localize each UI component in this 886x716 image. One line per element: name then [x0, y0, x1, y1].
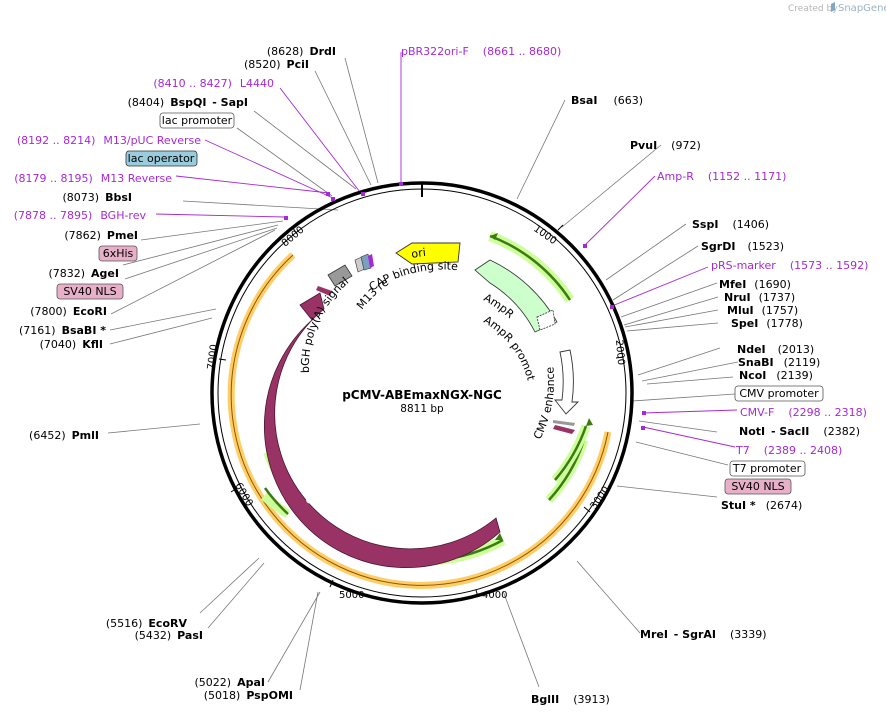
plasmid-size: 8811 bp	[400, 403, 444, 415]
label-mlui: MluI(1757)	[727, 304, 798, 317]
lac-promoter-box	[159, 112, 235, 129]
t7-promoter-text: T7 promoter	[732, 462, 802, 475]
label-mfei: MfeI(1690)	[719, 278, 791, 291]
credit: Created by SnapGene	[788, 2, 886, 14]
label-apai: (5022)ApaI	[195, 676, 265, 689]
scale-ticks	[218, 224, 624, 598]
credit-brand: SnapGene	[838, 3, 886, 14]
label-pvui: PvuI(972)	[630, 139, 701, 152]
label-bspqi-sapi: (8404)BspQI - SapI	[128, 96, 248, 109]
sv40-nls-box-left	[56, 283, 124, 300]
credit-text: Created by	[788, 4, 838, 14]
label-pcii: (8520)PciI	[244, 58, 309, 71]
lac-operator-box	[125, 150, 198, 167]
primer-leaders	[155, 52, 738, 448]
left-labels: (8628)DrdI (8520)PciI (8410 .. 8427)L444…	[14, 45, 336, 702]
label-sspi: SspI(1406)	[692, 218, 769, 231]
sv40-nls-text-right: SV40 NLS	[731, 480, 784, 493]
leader-lines	[107, 57, 739, 691]
label-t7: T7(2389 .. 2408)	[735, 444, 842, 457]
label-amp-r: Amp-R(1152 .. 1171)	[657, 170, 786, 183]
sv40-nls-text-left: SV40 NLS	[63, 285, 116, 298]
right-labels: pBR322ori-F(8661 .. 8680) BsaI(663) PvuI…	[401, 45, 868, 706]
label-pasi: (5432)PasI	[135, 629, 203, 642]
label-cmv-f: CMV-F(2298 .. 2318)	[740, 406, 867, 419]
lac-promoter-text: lac promoter	[162, 114, 233, 127]
primer-markers	[284, 182, 646, 430]
label-ecori: (7800)EcoRI	[30, 305, 107, 318]
tick-7000: 7000	[206, 344, 220, 371]
label-nrui: NruI(1737)	[724, 291, 795, 304]
label-spei: SpeI(1778)	[731, 317, 803, 330]
tick-2000: 2000	[613, 339, 626, 365]
lac-operator-text: lac operator	[128, 152, 195, 165]
label-pbr322ori-f: pBR322ori-F(8661 .. 8680)	[401, 45, 561, 58]
orange-features	[227, 252, 612, 589]
label-ndei: NdeI(2013)	[737, 343, 814, 356]
small-features	[316, 253, 575, 434]
cmv-enhancer-feature	[554, 349, 580, 415]
cmv-promoter-text: CMV promoter	[739, 387, 819, 400]
label-bsai: BsaI(663)	[571, 94, 643, 107]
label-m13-reverse: (8179 .. 8195)M13 Reverse	[14, 172, 172, 185]
label-pmei: (7862)PmeI	[64, 229, 138, 242]
label-ncoi: NcoI(2139)	[739, 369, 813, 382]
his-tag-box	[98, 245, 138, 262]
tick-4000: 4000	[482, 590, 507, 601]
tick-3000: 3000	[588, 485, 612, 512]
cmv-promoter-box	[734, 385, 824, 402]
label-bgh-rev: (7878 .. 7895)BGH-rev	[14, 209, 147, 222]
label-m13-puc-reverse: (8192 .. 8214)M13/pUC Reverse	[17, 134, 201, 147]
label-noti-sacii: NotI - SacII(2382)	[739, 425, 860, 438]
label-sgrdi: SgrDI(1523)	[701, 240, 784, 253]
label-bsabi: (7161)BsaBI *	[19, 324, 106, 337]
ampr-feature	[474, 259, 558, 333]
label-prs-marker: pRS-marker(1573 .. 1592)	[711, 259, 868, 272]
plasmid-name: pCMV-ABEmaxNGX-NGC	[342, 388, 502, 402]
tick-5000: 5000	[339, 590, 364, 601]
label-snabi: SnaBI(2119)	[738, 356, 820, 369]
tick-1000: 1000	[531, 223, 558, 247]
sv40-nls-box-right	[724, 478, 792, 495]
label-ecorv: (5516)EcoRV	[106, 617, 188, 630]
ori-text: ori	[410, 246, 426, 261]
label-pspomi: (5018)PspOMI	[204, 689, 293, 702]
label-pmli: (6452)PmlI	[29, 429, 99, 442]
ori-feature	[395, 242, 461, 265]
label-drdi: (8628)DrdI	[267, 45, 336, 58]
t7-promoter-box	[729, 460, 806, 477]
snapgene-logo-icon	[831, 2, 835, 12]
label-l4440: (8410 .. 8427)L4440	[153, 77, 274, 90]
label-bglii: BglII(3913)	[531, 693, 610, 706]
cas9-feature	[263, 292, 501, 569]
label-mrei-sgrai: MreI - SgrAI(3339)	[640, 628, 767, 641]
label-agei: (7832)AgeI	[48, 267, 119, 280]
label-stui: StuI *(2674)	[721, 499, 802, 512]
label-bbsi: (8073)BbsI	[63, 191, 132, 204]
label-kfli: (7040)KflI	[40, 338, 103, 351]
his-tag-text: 6xHis	[103, 247, 134, 260]
ori-label: ori	[410, 246, 426, 261]
